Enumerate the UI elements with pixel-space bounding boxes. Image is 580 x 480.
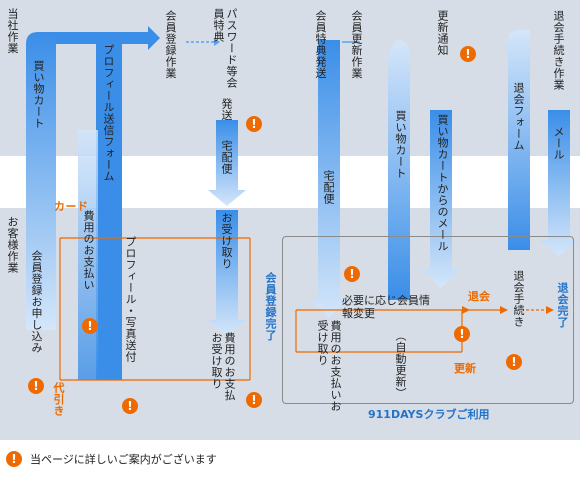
info-icon[interactable]: ! [82,318,98,334]
takuhaibin-2-label: 宅配便 [322,170,335,205]
club-usage-box [282,236,574,404]
takuhaibin-1-label: 宅配便 [220,140,233,175]
info-icon[interactable]: ! [246,116,262,132]
flow-arrow-receive [208,210,246,336]
shopping-cart-1-label: 買い物カート [32,60,45,129]
email-label: メール [552,126,565,161]
member-registration-complete-label: 会員登録完了 [264,272,277,341]
shopping-cart-2-label: 買い物カート [394,110,407,179]
withdraw-procedure-work-label: 退会手続き作業 [552,10,565,91]
payment-receive-2-label: 費用のお支払いお受け取り [316,320,342,412]
renew-label: 更新 [454,362,476,375]
footnote-info-icon: ! [6,451,22,467]
password-benefit-label: パスワード等会員特典 [212,8,238,89]
payment-receive-1-label: 費用のお支払お受け取り [210,332,236,401]
info-icon[interactable]: ! [246,392,262,408]
flow-arrow-email [540,110,578,256]
withdraw-label: 退会 [468,290,490,303]
member-benefit-shipping-label: 会員特典発送 [314,10,327,79]
cod-label: 代引き [52,382,65,417]
lane-customer-label: お客様作業 [6,216,19,274]
info-icon[interactable]: ! [344,266,360,282]
info-icon[interactable]: ! [460,46,476,62]
info-change-label: 必要に応じ会員情報変更 [342,294,430,320]
profile-form-label: プロフィール送信フォーム [102,44,115,182]
lane-company-label: 当社作業 [6,8,19,54]
card-label: カード [54,200,89,213]
withdraw-form-label: 退会フォーム [512,82,525,151]
receive-1-label: お受け取り [220,212,233,270]
info-icon[interactable]: ! [28,378,44,394]
info-icon[interactable]: ! [122,398,138,414]
flow-arrow-cart-to-application [26,32,56,330]
flow-arrow-cart-2 [388,40,410,300]
cart-email-label: 買い物カートからのメール [436,114,449,252]
flow-arrow-shipping [208,120,246,206]
flow-arrow-cart-email [422,110,460,288]
club-box-label: 911DAYSクラブご利用 [368,408,490,421]
profile-photo-send-label: プロフィール・写真送付 [124,236,137,363]
flow-arrow-withdraw [508,30,530,250]
withdraw-complete-label: 退会完了 [556,282,569,328]
info-icon[interactable]: ! [454,326,470,342]
member-update-work-label: 会員更新作業 [350,10,363,79]
info-icon[interactable]: ! [506,354,522,370]
footnote-text: 当ページに詳しいご案内がございます [30,453,217,466]
payment-label: 費用のお支払い [82,210,95,291]
flow-arrow-benefit [310,40,348,318]
flow-arrow-to-registration-work [56,26,160,380]
withdraw-procedure-label: 退会手続き [512,270,525,328]
flow-payment-column [78,130,98,380]
shipping-label: 発送 [220,98,233,121]
member-registration-work-label: 会員登録作業 [164,10,177,79]
renewal-notice-label: 更新通知 [436,10,449,56]
auto-update-label: （自動更新） [394,330,407,399]
member-registration-application-label: 会員登録お申し込み [30,250,43,354]
